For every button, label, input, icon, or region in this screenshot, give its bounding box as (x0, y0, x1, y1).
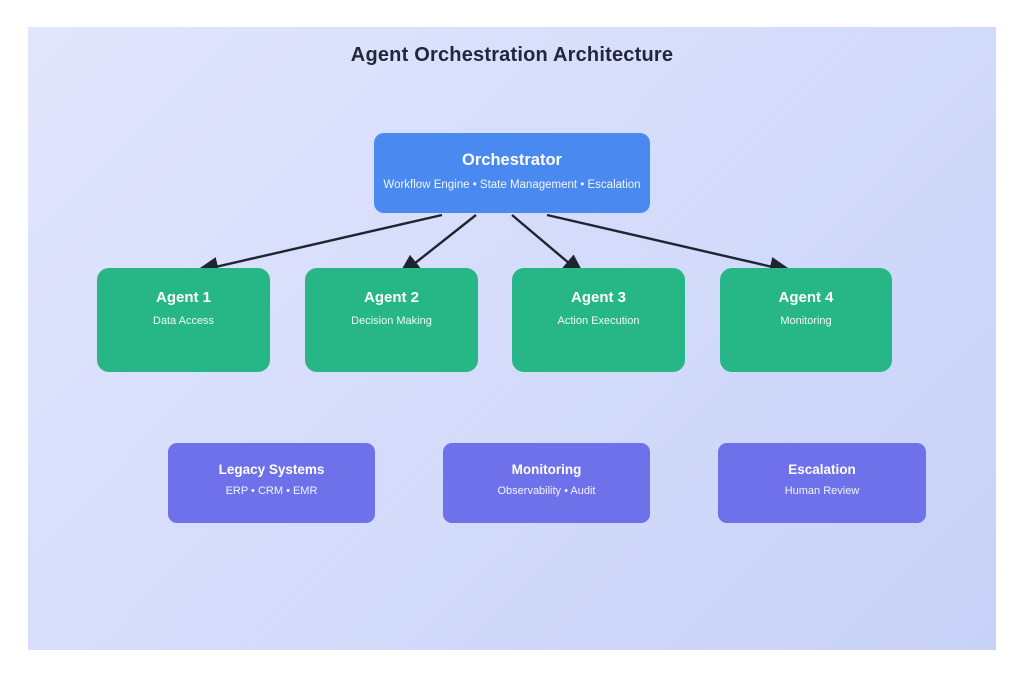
agent-3-subtitle: Action Execution (557, 315, 640, 327)
agent-4-title: Agent 4 (778, 289, 834, 306)
agent-3-title: Agent 3 (570, 289, 626, 306)
agent-3-node: Agent 3 Action Execution (512, 268, 685, 372)
monitoring-title: Monitoring (511, 462, 582, 477)
agent-2-node: Agent 2 Decision Making (305, 268, 478, 372)
legacy-systems-node: Legacy Systems ERP • CRM • EMR (168, 443, 375, 523)
escalation-node: Escalation Human Review (718, 443, 926, 523)
agent-4-node: Agent 4 Monitoring (720, 268, 892, 372)
monitoring-subtitle: Observability • Audit (497, 485, 596, 497)
agent-4-subtitle: Monitoring (780, 315, 832, 327)
diagram-title: Agent Orchestration Architecture (350, 44, 674, 66)
agent-1-subtitle: Data Access (152, 315, 215, 327)
legacy-systems-title: Legacy Systems (218, 462, 325, 477)
arrow-orchestrator-to-agent-1 (194, 213, 443, 276)
agent-1-title: Agent 1 (155, 289, 211, 306)
diagram-canvas: Agent Orchestration Architecture Orchest… (28, 27, 996, 650)
orchestrator-subtitle: Workflow Engine • State Management • Esc… (383, 179, 641, 191)
orchestrator-node: Orchestrator Workflow Engine • State Man… (374, 133, 650, 213)
escalation-subtitle: Human Review (784, 485, 860, 497)
agent-2-subtitle: Decision Making (351, 315, 432, 327)
escalation-title: Escalation (788, 462, 856, 477)
arrow-orchestrator-to-agent-2 (397, 214, 477, 278)
legacy-systems-subtitle: ERP • CRM • EMR (225, 485, 318, 497)
monitoring-node: Monitoring Observability • Audit (443, 443, 650, 523)
arrow-orchestrator-to-agent-4 (546, 213, 794, 276)
arrow-orchestrator-to-agent-3 (511, 214, 586, 278)
agent-1-node: Agent 1 Data Access (97, 268, 270, 372)
orchestrator-title: Orchestrator (462, 151, 562, 169)
agent-2-title: Agent 2 (363, 289, 419, 306)
